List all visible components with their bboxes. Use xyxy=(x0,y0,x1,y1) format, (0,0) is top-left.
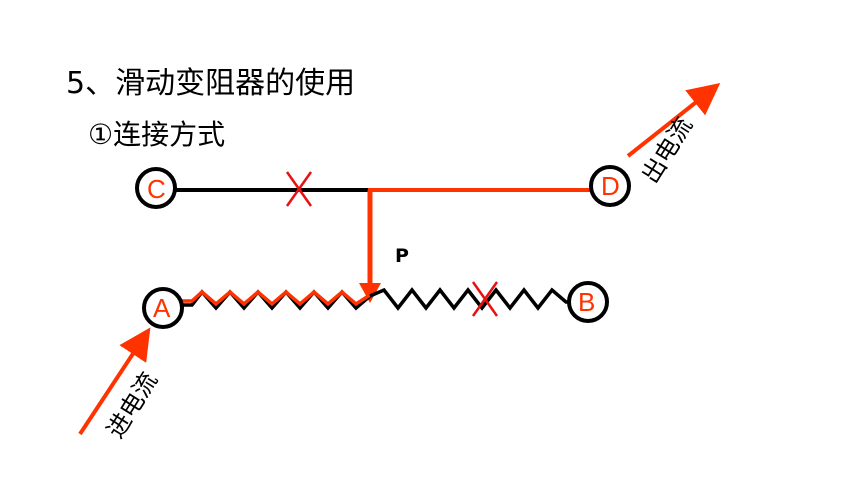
slider-p-arrowhead xyxy=(359,283,381,303)
cross-mark-top-wire xyxy=(285,171,313,207)
terminal-c xyxy=(135,167,177,209)
terminal-b-label: B xyxy=(578,287,595,317)
slider-p-label: P xyxy=(395,245,409,267)
terminal-a-label: A xyxy=(153,293,171,323)
cross-mark-resistor xyxy=(471,281,499,317)
terminal-b xyxy=(567,281,609,323)
in-current-label: 进电流 xyxy=(101,367,163,443)
page-title: 5、滑动变阻器的使用 xyxy=(66,66,356,101)
terminal-d-label: D xyxy=(601,171,620,201)
terminal-c-label: C xyxy=(147,174,166,204)
terminal-d xyxy=(589,165,631,207)
resistor-coil-unused xyxy=(369,287,572,311)
out-current-label: 出电流 xyxy=(636,112,698,188)
section-subtitle: ①连接方式 xyxy=(88,118,226,151)
terminal-a xyxy=(142,287,184,329)
in-current-arrow xyxy=(78,327,151,436)
out-current-arrow xyxy=(626,83,721,158)
current-path-resistor xyxy=(182,289,371,307)
